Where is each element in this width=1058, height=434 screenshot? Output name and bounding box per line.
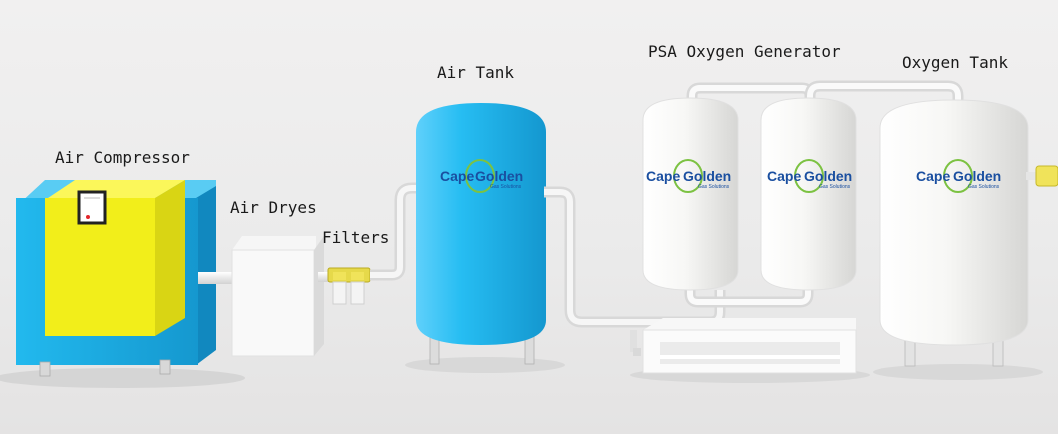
brand-logo: Cape Golden Gas Solutions (646, 159, 731, 193)
brand-tagline: Gas Solutions (490, 184, 522, 190)
brand-logo: Cape Golden Gas Solutions (767, 159, 852, 193)
brand-name-right: Golden (804, 168, 852, 184)
brand-tagline: Gas Solutions (819, 184, 851, 190)
label-air-compressor: Air Compressor (55, 148, 190, 167)
psa-oxygen-generator (630, 80, 964, 374)
indicator-light (86, 215, 90, 219)
label-air-tank: Air Tank (437, 63, 515, 82)
brand-name-left: Cape (440, 168, 474, 184)
label-filters: Filters (322, 228, 390, 247)
control-display (77, 190, 107, 225)
air-tank (416, 103, 546, 365)
outlet-valve (1035, 165, 1058, 187)
brand-name-left: Cape (916, 168, 950, 184)
brand-logo: Cape Golden Gas Solutions (916, 159, 1001, 193)
filters (327, 267, 371, 305)
air-dryer (231, 236, 324, 357)
label-air-dryes: Air Dryes (230, 198, 317, 217)
brand-name-right: Golden (475, 168, 523, 184)
brand-tagline: Gas Solutions (968, 184, 1000, 190)
floor-shadow (0, 368, 245, 388)
floor-shadow (405, 357, 565, 373)
brand-name-left: Cape (767, 168, 801, 184)
brand-tagline: Gas Solutions (698, 184, 730, 190)
label-oxygen-tank: Oxygen Tank (902, 53, 1008, 72)
brand-name-left: Cape (646, 168, 680, 184)
floor-shadow (873, 364, 1043, 380)
oxygen-tank (879, 99, 1058, 367)
brand-logo: Cape Golden Gas Solutions (440, 159, 523, 193)
brand-name-right: Golden (953, 168, 1001, 184)
brand-name-right: Golden (683, 168, 731, 184)
label-psa-oxygen-generator: PSA Oxygen Generator (648, 42, 841, 61)
air-compressor (16, 180, 216, 377)
pipe (198, 272, 238, 284)
